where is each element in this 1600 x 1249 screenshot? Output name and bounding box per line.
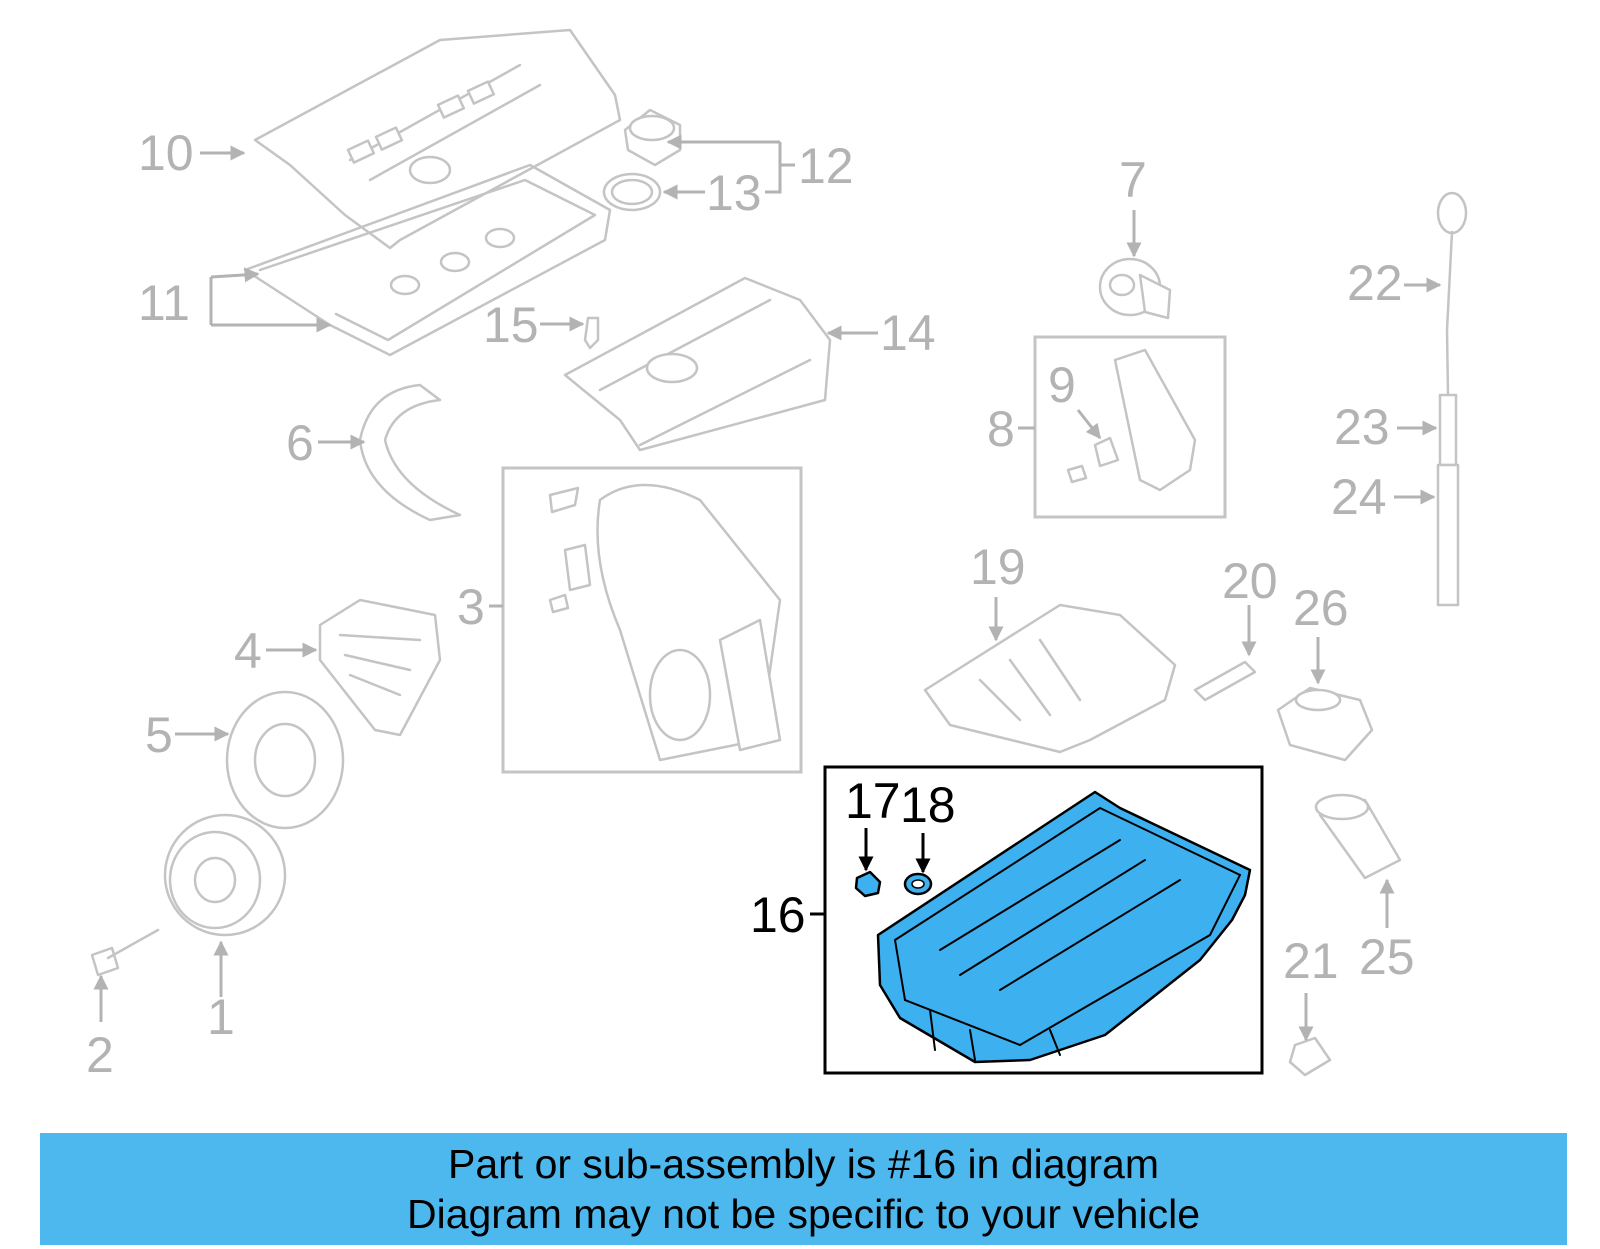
callout-22: 22 — [1347, 255, 1403, 311]
callout-25: 25 — [1359, 929, 1415, 985]
part-15-bolt — [583, 316, 600, 350]
part-7-timing-tensioner — [1098, 257, 1172, 320]
part-2-pulley-bolt — [90, 928, 160, 977]
callout-3: 3 — [457, 579, 485, 635]
part-5-crankshaft-pulley-plate — [225, 690, 345, 830]
banner-line-disclaimer: Diagram may not be specific to your vehi… — [406, 1191, 1200, 1237]
part-3-timing-cover — [548, 483, 782, 762]
callout-17: 17 — [845, 773, 901, 829]
callout-13: 13 — [706, 165, 762, 221]
part-12-oil-filler-cap — [623, 108, 682, 167]
callout-11: 11 — [138, 275, 190, 331]
callout-4: 4 — [234, 623, 262, 679]
part-1-crankshaft-pulley — [163, 813, 287, 937]
callout-2: 2 — [86, 1027, 114, 1083]
part-8-guide — [1113, 348, 1197, 492]
part-18-drain-washer[interactable] — [903, 872, 933, 896]
banner-line-part-number: Part or sub-assembly is #16 in diagram — [448, 1141, 1159, 1187]
callout-19: 19 — [970, 539, 1026, 595]
part-26-oil-filter-housing — [1276, 686, 1374, 762]
callout-23: 23 — [1334, 399, 1390, 455]
part-10-valve-cover — [253, 28, 622, 250]
callout-20: 20 — [1222, 553, 1278, 609]
part-14-engine-cover — [563, 276, 832, 452]
callout-6: 6 — [286, 415, 314, 471]
part-22-24-dipstick-assembly — [1436, 191, 1468, 607]
callout-1: 1 — [207, 989, 235, 1045]
part-16-oil-pan[interactable] — [876, 790, 1252, 1064]
callout-8: 8 — [987, 401, 1015, 457]
callout-24: 24 — [1331, 469, 1387, 525]
part-4-rear-timing-cover — [318, 598, 442, 737]
callout-21: 21 — [1283, 933, 1339, 989]
part-25-oil-filter — [1314, 793, 1402, 880]
callout-16: 16 — [750, 887, 806, 943]
leader-lines — [93, 134, 1442, 1042]
part-13-cap-seal — [602, 172, 662, 212]
callout-26: 26 — [1293, 580, 1349, 636]
callout-18: 18 — [900, 777, 956, 833]
part-3-group-box — [501, 466, 803, 774]
part-17-drain-bolt[interactable] — [854, 870, 882, 898]
info-banner: Part or sub-assembly is #16 in diagram D… — [40, 1133, 1567, 1245]
callout-15: 15 — [483, 297, 539, 353]
callout-7: 7 — [1119, 152, 1147, 208]
part-16-group-box — [823, 765, 1264, 1075]
callout-5: 5 — [145, 707, 173, 763]
part-21-drain-plug — [1288, 1036, 1332, 1077]
part-20-sealant-tube — [1193, 660, 1257, 702]
callout-12: 12 — [798, 138, 854, 194]
callout-labels: 10 11 12 13 15 14 6 3 4 5 1 2 7 8 9 19 2… — [86, 125, 1415, 1083]
callout-9: 9 — [1048, 357, 1076, 413]
part-6-timing-belt — [358, 383, 462, 522]
part-19-oil-baffle — [923, 603, 1177, 754]
callout-14: 14 — [880, 305, 936, 361]
callout-10: 10 — [138, 125, 194, 181]
part-9-idler — [1066, 436, 1120, 484]
